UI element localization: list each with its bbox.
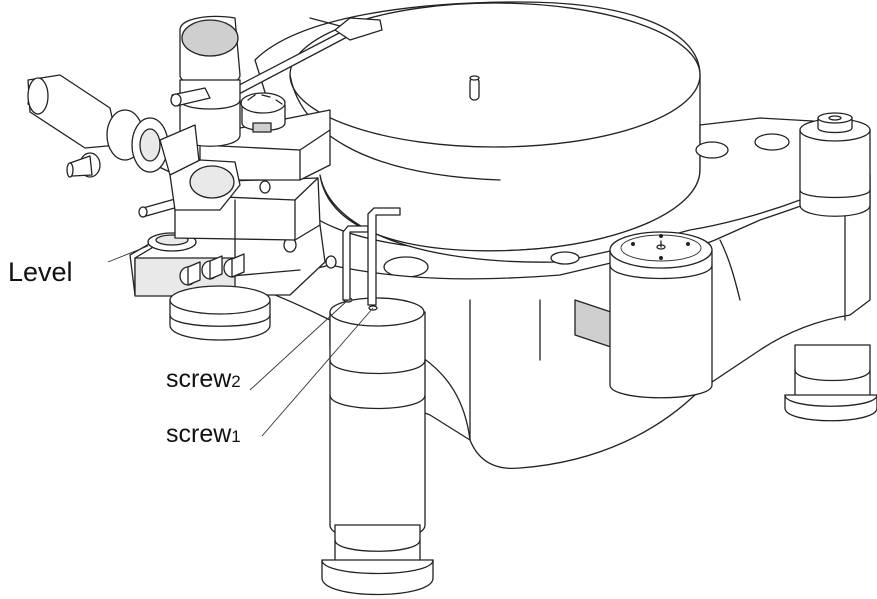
- level-label: Level: [8, 257, 73, 287]
- allen-key-1: [367, 207, 401, 306]
- screw2-leader: [249, 299, 349, 391]
- screw2-label: screw2: [166, 367, 241, 392]
- screw1-label-number: 1: [231, 427, 241, 446]
- level-leader: [107, 245, 149, 263]
- headshell: [334, 17, 383, 41]
- screw1-leader: [261, 307, 374, 437]
- tonearm: [27, 15, 383, 218]
- middle-column: [609, 231, 713, 399]
- right-rear-column: [784, 112, 877, 422]
- spindle: [469, 77, 480, 101]
- adjuster-knobs: [179, 253, 245, 286]
- front-column: [249, 207, 434, 596]
- screw2-label-number: 2: [231, 372, 241, 391]
- platter: [254, 1, 701, 252]
- screw2-label-text: screw: [166, 365, 232, 393]
- screw1-label: screw1: [166, 422, 241, 447]
- screw1-label-text: screw: [166, 420, 232, 448]
